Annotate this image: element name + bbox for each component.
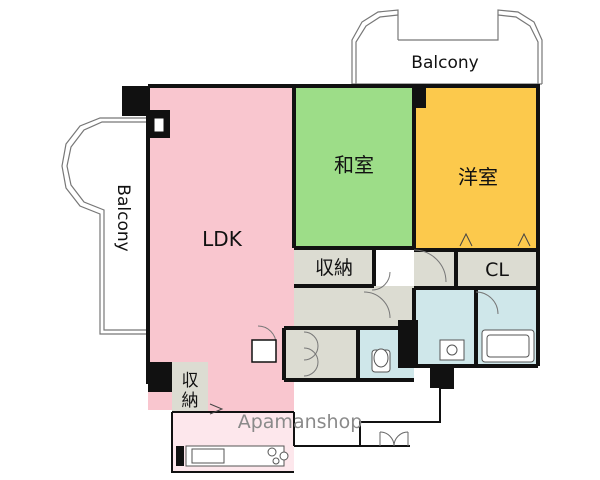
door-swings [251,249,499,377]
closet-room [456,250,538,288]
bathtub-fixture [481,329,535,363]
hall-area [294,286,414,328]
closet-youshitsu-small [414,250,456,288]
balcony-label-top: Balcony [411,53,478,73]
room-label-closet: CL [485,259,509,281]
entry-storage [284,328,358,380]
left-balcony [61,117,148,335]
room-label-ldk: LDK [202,227,243,251]
ldk-storage [172,362,208,412]
room-label-storage-ldk-2: 納 [182,391,199,411]
entrance-doors [379,431,409,447]
kitchen-fixture [185,445,289,467]
room-label-washitsu: 和室 [334,153,374,177]
room-label-storage-ldk-1: 収 [182,371,199,391]
toilet-fixture [371,348,391,373]
watermark: Apamanshop [238,411,363,433]
youshitsu-room [414,86,538,250]
post-notch [153,117,165,133]
washitsu-room [294,86,414,246]
closet-triangle-markers [209,232,531,415]
room-label-storage-center: 収納 [315,257,353,279]
storage-center [294,248,374,286]
lower-outline [171,387,454,473]
washbasin-fixture [439,339,465,361]
kitchen-edge [176,446,184,466]
balcony-label-left: Balcony [113,184,133,251]
room-label-youshitsu: 洋室 [458,165,498,189]
